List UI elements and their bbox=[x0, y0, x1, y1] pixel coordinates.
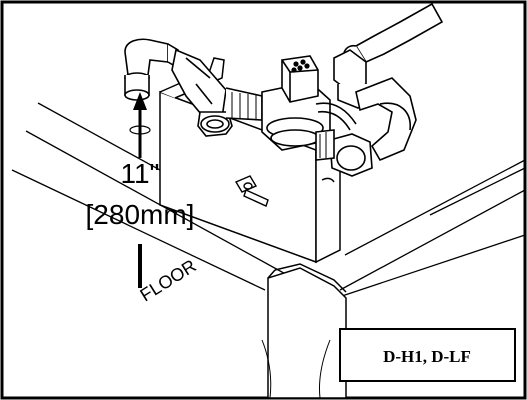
valve-body bbox=[171, 48, 263, 137]
wing-nut bbox=[234, 175, 269, 207]
up-arrow bbox=[129, 92, 151, 158]
model-label: D-H1, D-LF bbox=[383, 347, 471, 366]
hose-pipe bbox=[315, 2, 444, 177]
table-leg bbox=[261, 263, 347, 399]
solenoid-valve bbox=[261, 55, 357, 151]
dimension-imperial: 11" bbox=[120, 158, 159, 189]
floor-label: FLOOR bbox=[137, 256, 200, 306]
elbow-fitting bbox=[124, 38, 179, 101]
dimension-metric: [280mm] bbox=[86, 199, 195, 230]
model-label-box bbox=[339, 328, 516, 382]
